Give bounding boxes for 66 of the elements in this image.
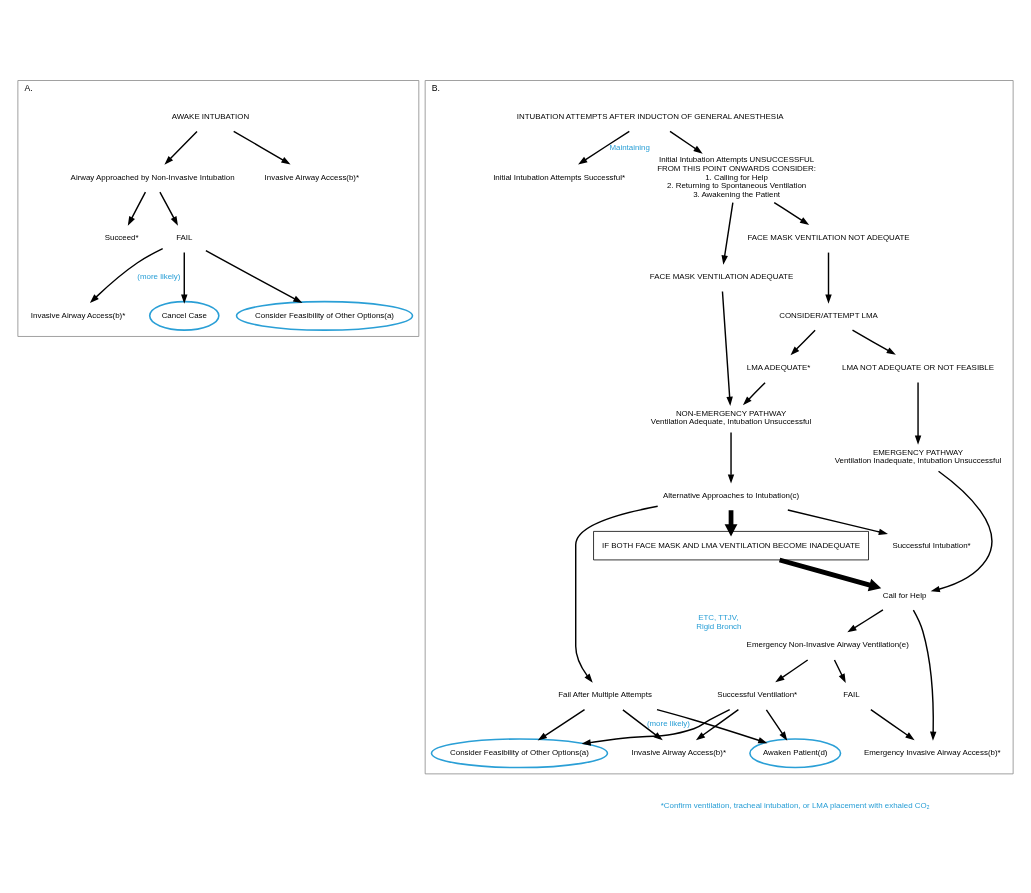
edge-label: (more likely) — [137, 271, 181, 281]
arrow — [721, 290, 733, 406]
arrow — [870, 708, 915, 740]
arrow — [232, 130, 291, 164]
node-label: ETC, TTJV, — [698, 612, 739, 622]
node-text: LMA ADEQUATE* — [746, 362, 811, 372]
arrow — [787, 508, 888, 535]
arrow — [742, 381, 766, 405]
node-text: Emergency Invasive Airway Access(b)* — [863, 747, 1001, 757]
arrow — [127, 190, 147, 226]
arrow — [775, 658, 809, 682]
arrow — [930, 470, 993, 592]
node-text: FAIL — [176, 232, 193, 242]
node-text: Call for Help — [882, 590, 927, 600]
node-text: Successful Intubation* — [892, 540, 971, 550]
node-text: FAIL — [843, 689, 860, 699]
arrow — [727, 431, 735, 484]
arrow — [825, 251, 832, 304]
arrow — [669, 130, 703, 154]
node-text: CONSIDER/ATTEMPT LMA — [779, 310, 878, 320]
arrow — [205, 249, 303, 303]
node-text: Invasive Airway Access(b)* — [631, 747, 726, 757]
arrow — [833, 658, 846, 683]
node-text: Fail After Multiple Attempts — [558, 689, 652, 699]
node-text: Succeed* — [104, 232, 139, 242]
arrow — [912, 608, 937, 741]
node-text: FACE MASK VENTILATION ADEQUATE — [649, 271, 794, 281]
arrow — [159, 190, 178, 226]
node-label: Rigid Bronch — [696, 621, 742, 631]
edge-label: (more likely) — [646, 718, 690, 728]
arrow — [578, 130, 631, 164]
arrow — [181, 251, 188, 304]
arrow — [581, 708, 731, 746]
node-text: NON-EMERGENCY PATHWAY Ventilation Adequate, Intubation Unsuccessful — [650, 408, 812, 426]
node-text: Invasive Airway Access(b)* — [264, 172, 360, 182]
arrow — [656, 708, 768, 743]
arrow — [721, 201, 734, 265]
arrow — [914, 381, 922, 445]
arrow — [575, 505, 659, 683]
node-text: Alternative Approaches to Intubation(c) — [662, 490, 800, 500]
arrow — [537, 708, 586, 740]
node-ellipse: Cancel Case — [148, 300, 220, 331]
node-box: IF BOTH FACE MASK AND LMA VENTILATION BECOME INADEQUATE — [593, 530, 869, 560]
label: *Confirm ventilation, tracheal intubation, or LMA placement with exhaled CO₂ — [660, 800, 930, 810]
arrow — [164, 130, 198, 165]
arrow — [89, 247, 164, 303]
node-text: Emergency Non-Invasive Airway Ventilation(e) — [746, 639, 909, 649]
arrow — [790, 329, 816, 355]
node-text: AWAKE INTUBATION — [171, 111, 250, 121]
arrow — [847, 608, 884, 632]
node-ellipse: Consider Feasibility of Other Options(a) — [235, 300, 414, 331]
arrow — [765, 708, 788, 741]
arrow — [695, 708, 740, 740]
arrow — [851, 329, 896, 355]
arrow — [773, 201, 810, 225]
node-text: INTUBATION ATTEMPTS AFTER INDUCTON OF GENERAL ANESTHESIA — [516, 111, 784, 121]
node-text: LMA NOT ADEQUATE OR NOT FEASIBLE — [842, 362, 995, 372]
node-text: Initial Intubation Attempts Successful* — [493, 172, 625, 182]
arrow — [778, 557, 882, 591]
node-label: Maintaining — [609, 142, 650, 152]
node-text: Airway Approached by Non-Invasive Intubation — [70, 172, 235, 182]
node-text: Successful Ventilation* — [717, 689, 798, 699]
node-text: Invasive Airway Access(b)* — [30, 310, 126, 320]
node-text: Initial Intubation Attempts UNSUCCESSFUL FROM THIS POINT ONWARDS CONSIDER: 1. Calling for Help 2. Returning to Spontaneous Ventilation 3. Awakening the Patient — [657, 154, 817, 199]
node-text: EMERGENCY PATHWAY Ventilation Inadequate, Intubation Unsuccessful — [834, 447, 1002, 465]
node-text: FACE MASK VENTILATION NOT ADEQUATE — [747, 232, 910, 242]
